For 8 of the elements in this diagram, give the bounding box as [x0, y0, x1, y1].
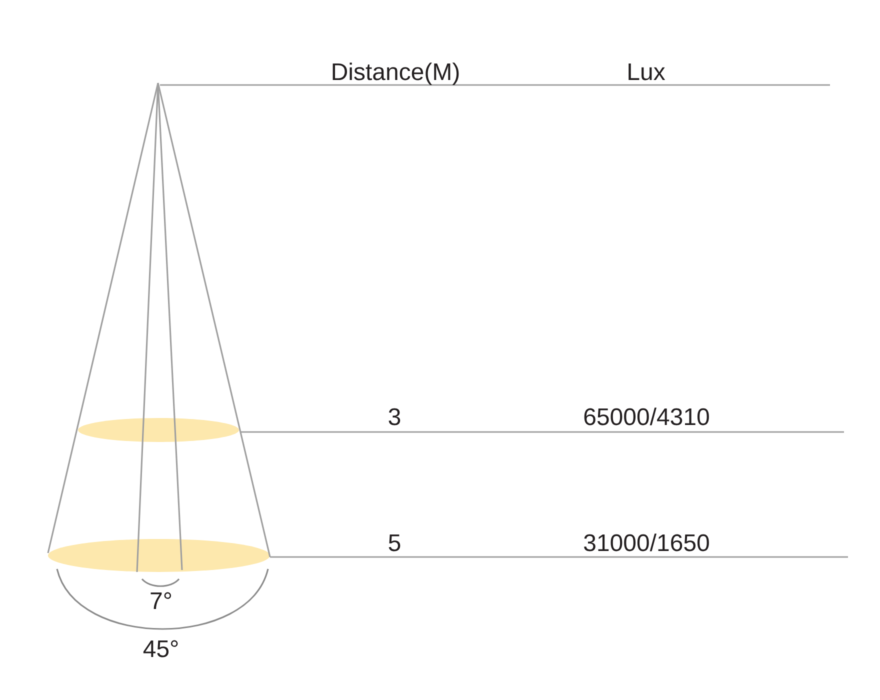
column-header: Lux — [628, 63, 666, 80]
table-cell: 3 — [388, 408, 400, 426]
table-cell: 5 — [388, 534, 400, 552]
angle-label: 7° — [150, 592, 172, 609]
column-header: Distance(M) — [332, 62, 459, 85]
table-cell: 65000/4310 — [584, 408, 709, 426]
angle-label: 45° — [143, 640, 178, 658]
table-cell: 31000/1650 — [584, 534, 709, 552]
